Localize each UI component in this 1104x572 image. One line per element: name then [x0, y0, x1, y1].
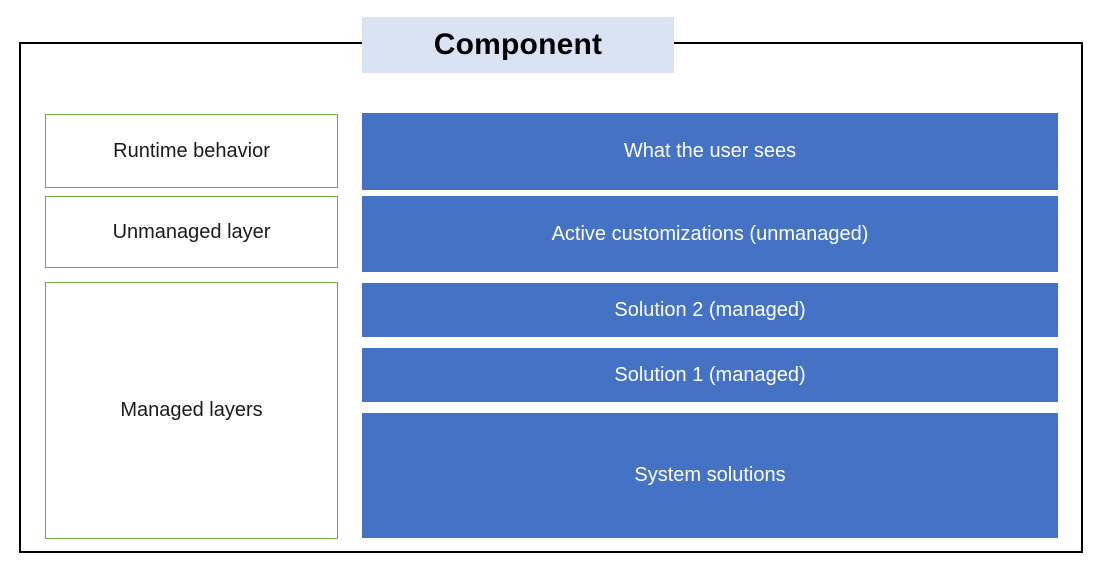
page-title: Component [433, 28, 603, 61]
layer-bar-system-solutions: System solutions [362, 413, 1058, 538]
layer-label-runtime-behavior: Runtime behavior [45, 114, 338, 188]
layer-label-text: Unmanaged layer [112, 220, 271, 243]
layer-bar-text: Active customizations (unmanaged) [551, 222, 869, 245]
layer-bar-text: System solutions [634, 464, 786, 486]
layer-label-managed-layers: Managed layers [45, 282, 338, 539]
component-title-plate: Component [362, 17, 674, 73]
layer-label-text: Runtime behavior [113, 139, 270, 162]
layer-bar-text: Solution 1 (managed) [614, 363, 806, 386]
layer-bar-active-customizations: Active customizations (unmanaged) [362, 196, 1058, 272]
layer-bar-text: Solution 2 (managed) [614, 298, 806, 321]
layer-bar-solution-1: Solution 1 (managed) [362, 348, 1058, 402]
layer-label-text: Managed layers [120, 399, 263, 421]
layer-bar-what-the-user-sees: What the user sees [362, 113, 1058, 190]
layer-bar-solution-2: Solution 2 (managed) [362, 283, 1058, 337]
layer-bar-text: What the user sees [623, 140, 797, 162]
layer-label-unmanaged-layer: Unmanaged layer [45, 196, 338, 268]
